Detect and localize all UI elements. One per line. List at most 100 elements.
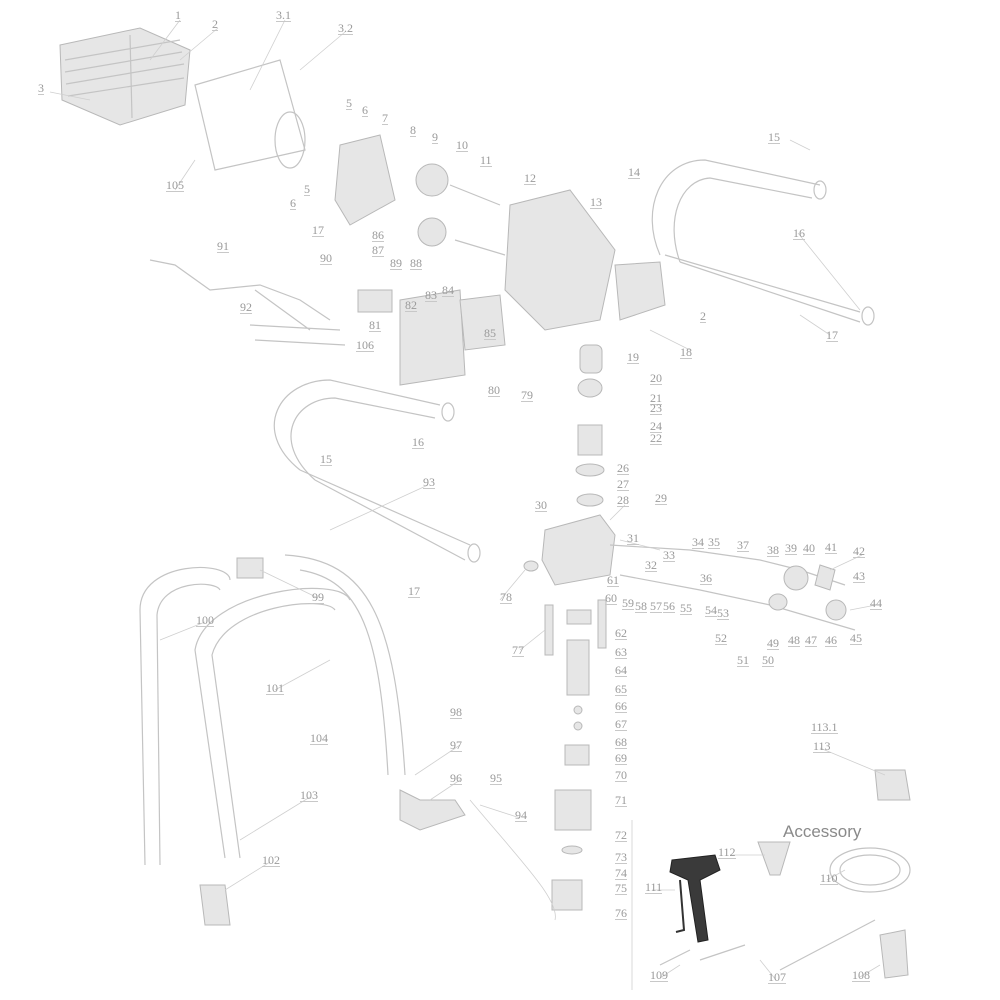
part-label: 58 <box>635 599 647 613</box>
part-label: 35 <box>708 535 720 549</box>
part-label: 39 <box>785 541 797 555</box>
part-label: 47 <box>805 633 817 647</box>
part-label: 66 <box>615 699 627 713</box>
part-label: 17 <box>408 584 420 598</box>
part-label: 12 <box>524 171 536 185</box>
part-label: 111 <box>645 880 663 894</box>
part-label: 93 <box>423 475 435 489</box>
part-label: 68 <box>615 735 627 749</box>
part-label: 15 <box>320 452 332 466</box>
part-label: 110 <box>820 871 838 885</box>
part-label: 21 <box>650 391 662 405</box>
spray-gun <box>669 854 721 943</box>
pump-frame-block <box>504 189 666 331</box>
part-label: 6 <box>362 103 368 117</box>
part-label: 89 <box>390 256 402 270</box>
part-label: 65 <box>615 682 627 696</box>
part-label: 98 <box>450 705 462 719</box>
part-label: 40 <box>803 541 815 555</box>
part-label: 45 <box>850 631 862 645</box>
part-label: 82 <box>405 298 417 312</box>
part-label: 33 <box>663 548 675 562</box>
part-label: 78 <box>500 590 512 604</box>
part-label: 18 <box>680 345 692 359</box>
part-label: 77 <box>512 643 524 657</box>
control-box <box>357 289 506 386</box>
part-label: 3.2 <box>338 21 353 35</box>
part-label: 38 <box>767 543 779 557</box>
part-label: 32 <box>645 558 657 572</box>
part-label: 17 <box>312 223 324 237</box>
part-label: 23 <box>650 401 662 415</box>
part-label: 16 <box>412 435 424 449</box>
part-label: 62 <box>615 626 627 640</box>
part-label: 11 <box>480 153 492 167</box>
part-label: 20 <box>650 371 662 385</box>
part-label: 102 <box>262 853 280 867</box>
part-label: 79 <box>521 388 533 402</box>
part-label: 24 <box>650 419 662 433</box>
part-label: 44 <box>870 596 882 610</box>
part-label: 57 <box>650 599 662 613</box>
part-label: 48 <box>788 633 800 647</box>
part-label: 75 <box>615 881 627 895</box>
part-label: 55 <box>680 601 692 615</box>
part-label: 2 <box>212 17 218 31</box>
part-label: 6 <box>290 196 296 210</box>
part-label: 13 <box>590 195 602 209</box>
upper-handle-tube <box>651 159 875 326</box>
part-label: 27 <box>617 477 629 491</box>
part-label: 10 <box>456 138 468 152</box>
accessory-heading: Accessory <box>783 822 862 841</box>
part-label: 28 <box>617 493 629 507</box>
part-label: 42 <box>853 544 865 558</box>
part-label: 86 <box>372 228 384 242</box>
part-label: 74 <box>615 866 627 880</box>
part-label: 96 <box>450 771 462 785</box>
part-label: 41 <box>825 540 837 554</box>
part-label: 87 <box>372 243 384 257</box>
gearbox <box>334 134 506 256</box>
part-label: 71 <box>615 793 627 807</box>
part-label: 50 <box>762 653 774 667</box>
part-label: 7 <box>382 111 388 125</box>
part-label: 106 <box>356 338 374 352</box>
part-label: 59 <box>622 596 634 610</box>
part-label: 22 <box>650 431 662 445</box>
part-label: 19 <box>627 350 639 364</box>
part-label: 37 <box>737 538 749 552</box>
part-label: 49 <box>767 636 779 650</box>
part-label: 31 <box>627 531 639 545</box>
part-label: 112 <box>718 845 736 859</box>
power-cord <box>149 259 346 346</box>
part-label: 46 <box>825 633 837 647</box>
part-label: 72 <box>615 828 627 842</box>
part-label: 99 <box>312 590 324 604</box>
part-label: 60 <box>605 591 617 605</box>
part-label: 95 <box>490 771 502 785</box>
part-label: 85 <box>484 326 496 340</box>
part-label: 5 <box>304 182 310 196</box>
part-label: 5 <box>346 96 352 110</box>
part-label: 17 <box>826 328 838 342</box>
part-label: 26 <box>617 461 629 475</box>
part-label: 105 <box>166 178 184 192</box>
part-label: 14 <box>628 165 640 179</box>
part-label: 2 <box>700 309 706 323</box>
leader-lines <box>49 19 886 981</box>
part-label: 88 <box>410 256 422 270</box>
part-label: 91 <box>217 239 229 253</box>
part-label: 3 <box>38 81 44 95</box>
part-label: 90 <box>320 251 332 265</box>
part-label: 70 <box>615 768 627 782</box>
part-label: 84 <box>442 283 454 297</box>
part-label: 92 <box>240 300 252 314</box>
part-label: 15 <box>768 130 780 144</box>
part-label: 63 <box>615 645 627 659</box>
part-label: 94 <box>515 808 527 822</box>
part-label: 76 <box>615 906 627 920</box>
part-label: 97 <box>450 738 462 752</box>
part-label: 51 <box>737 653 749 667</box>
part-label: 109 <box>650 968 668 982</box>
